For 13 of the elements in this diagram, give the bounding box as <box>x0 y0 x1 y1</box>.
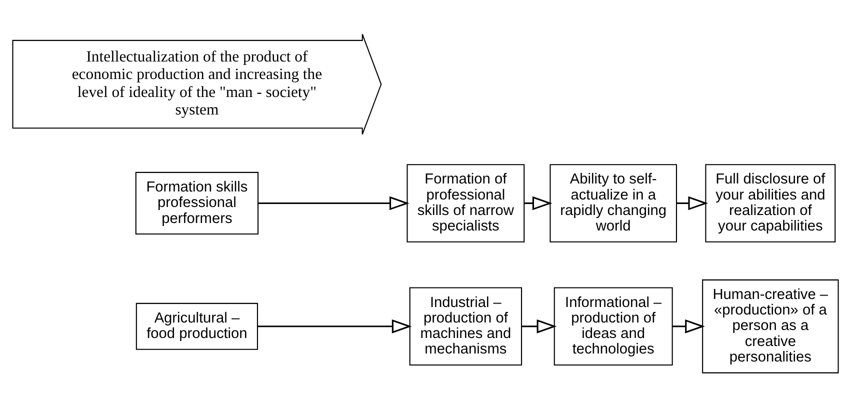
arrow <box>522 319 557 334</box>
node-box: Full disclosure of your abilities and realization of your capabilities <box>705 164 836 242</box>
node-box: Human-creative – «production» of a person as a creative personalities <box>702 279 839 374</box>
arrow <box>672 319 705 334</box>
arrow <box>258 196 410 210</box>
arrow <box>676 196 708 210</box>
node-box: Agricultural – food production <box>136 302 258 350</box>
node-box: Industrial – production of machines and mechanisms <box>409 287 522 366</box>
node-box: Formation of professional skills of narrow specialists <box>406 164 525 242</box>
node-box: Informational – production of ideas and technologies <box>554 287 673 366</box>
node-box: Formation skills professional performers <box>135 172 259 235</box>
arrow <box>258 319 412 334</box>
node-box: Ability to self-actualize in a rapidly changing world <box>550 164 678 242</box>
